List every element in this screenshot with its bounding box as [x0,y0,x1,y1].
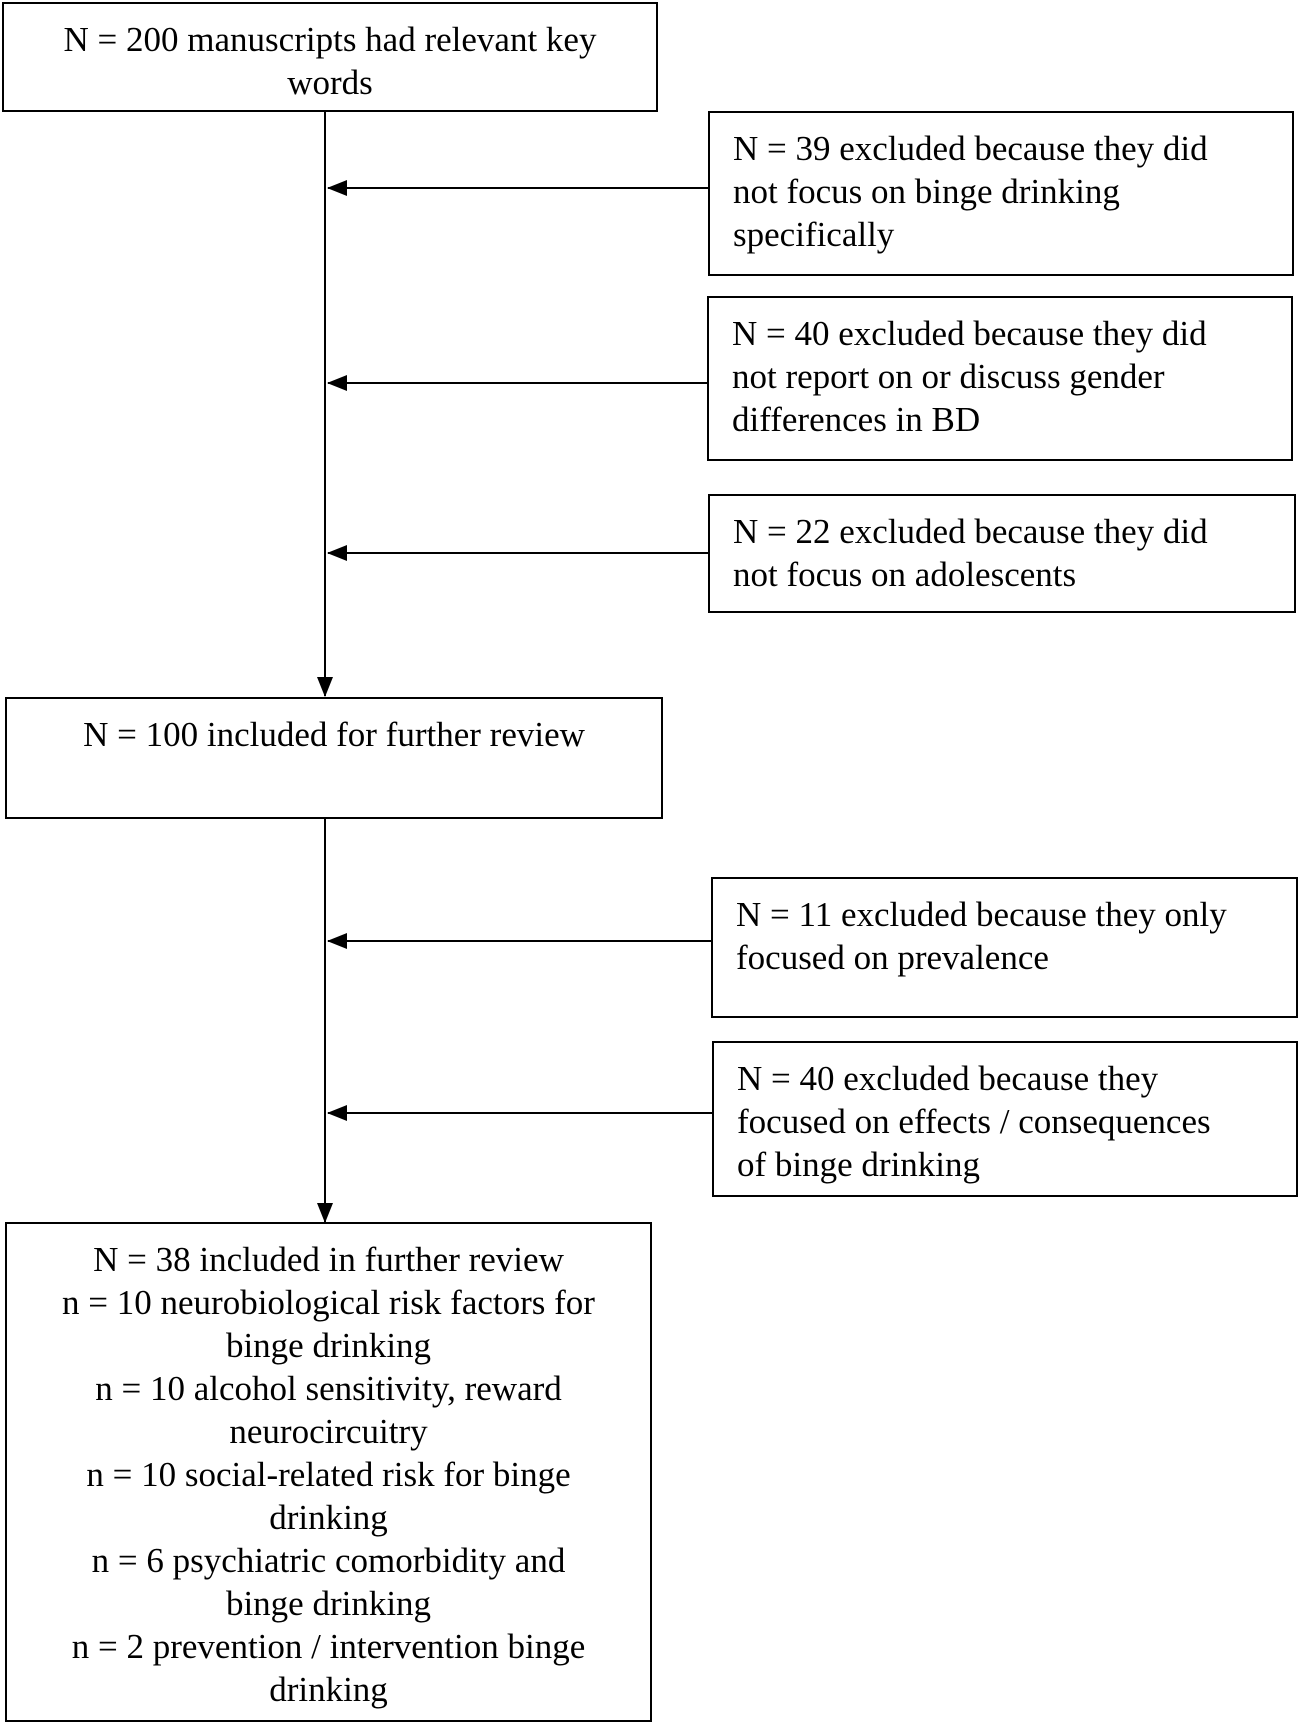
final-box-line: n = 6 psychiatric comorbidity and [91,1541,566,1580]
final-box-line: n = 10 alcohol sensitivity, reward [95,1369,562,1408]
final-box-line: drinking [269,1498,388,1537]
exclusion-box-2: N = 40 excluded because they did not rep… [707,296,1293,461]
start-box: N = 200 manuscripts had relevant key wor… [2,2,658,112]
exclusion-box-line: specifically [733,215,895,254]
exclusion-box-line: N = 11 excluded because they only [736,895,1227,934]
exclusion-box-line: not focus on adolescents [733,555,1077,594]
start-box-line: N = 200 manuscripts had relevant key [63,20,597,59]
exclusion-box-5: N = 40 excluded because they focused on … [712,1041,1298,1197]
final-box: N = 38 included in further review n = 10… [5,1222,652,1722]
final-box-line: n = 10 social-related risk for binge [86,1455,571,1494]
included-box: N = 100 included for further review [5,697,663,819]
final-box-line: n = 2 prevention / intervention binge [71,1627,586,1666]
exclusion-box-1: N = 39 excluded because they did not foc… [708,111,1294,276]
final-box-line: binge drinking [225,1326,432,1365]
exclusion-box-line: differences in BD [732,400,981,439]
exclusion-box-line: of binge drinking [737,1145,981,1184]
exclusion-box-line: N = 39 excluded because they did [733,129,1208,168]
exclusion-box-line: N = 40 excluded because they [737,1059,1159,1098]
exclusion-box-4: N = 11 excluded because they only focuse… [711,877,1298,1018]
final-box-line: N = 38 included in further review [93,1240,564,1279]
exclusion-box-line: focused on effects / consequences [737,1102,1211,1141]
final-box-line: drinking [269,1670,388,1709]
exclusion-box-line: focused on prevalence [736,938,1049,977]
start-box-line: words [287,63,373,102]
exclusion-box-3: N = 22 excluded because they did not foc… [708,494,1296,613]
exclusion-box-line: not focus on binge drinking [733,172,1120,211]
exclusion-box-line: N = 22 excluded because they did [733,512,1208,551]
final-box-line: binge drinking [225,1584,432,1623]
final-box-line: n = 10 neurobiological risk factors for [62,1283,595,1322]
exclusion-box-line: not report on or discuss gender [732,357,1165,396]
final-box-line: neurocircuitry [229,1412,428,1451]
included-box-line: N = 100 included for further review [83,715,585,754]
exclusion-box-line: N = 40 excluded because they did [732,314,1207,353]
